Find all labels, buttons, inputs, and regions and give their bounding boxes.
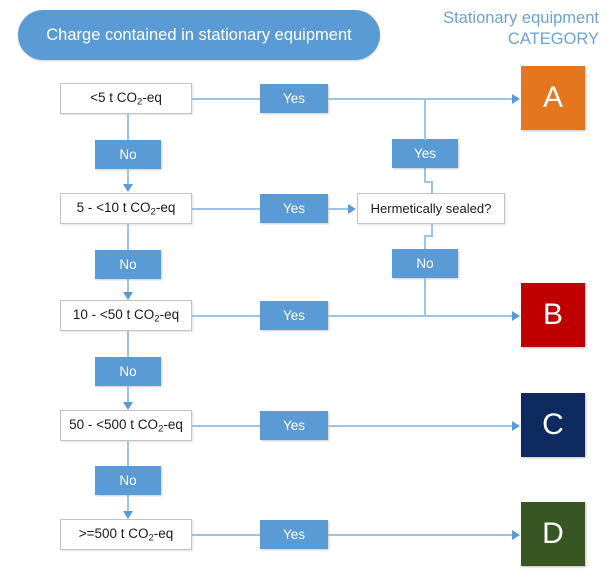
connector-yes-row3-to-B <box>328 315 513 317</box>
connector-hermetic-yes-up <box>424 168 426 182</box>
arrowhead-to-C <box>512 421 520 431</box>
decision-label-ge500: >=500 t CO2-eq <box>78 525 174 544</box>
connector-no-row2-down <box>127 279 129 294</box>
connector-hermetic-down-stub <box>431 224 433 236</box>
connector-50to500-down <box>127 441 129 466</box>
connector-no-row1-down <box>127 169 129 186</box>
category-letter-D: D <box>542 517 564 550</box>
label-no-hermetic-text: No <box>416 256 434 271</box>
label-yes-row1: Yes <box>260 84 328 113</box>
connector-no-row4-down <box>127 495 129 512</box>
label-no-row3: No <box>95 357 161 386</box>
decision-box-5to10[interactable]: 5 - <10 t CO2-eq <box>60 193 192 224</box>
header-category-line1: Stationary equipment <box>443 9 599 27</box>
connector-5to10-to-yes <box>192 208 260 210</box>
header-category-line2: CATEGORY <box>507 30 599 48</box>
label-no-hermetic: No <box>392 249 458 278</box>
label-yes-row4-text: Yes <box>282 418 306 433</box>
connector-yes-row5-to-D <box>328 534 513 536</box>
label-yes-row1-text: Yes <box>282 91 306 106</box>
connector-hermetic-no-to-B-line <box>424 278 426 316</box>
connector-yes-row1-to-A <box>328 98 513 100</box>
connector-ge500-to-yes <box>192 534 260 536</box>
connector-10to50-down <box>127 331 129 357</box>
label-yes-row4: Yes <box>260 411 328 440</box>
connector-yes-row2-to-hermetic <box>328 208 349 210</box>
decision-box-hermetically-sealed[interactable]: Hermetically sealed? <box>357 193 505 224</box>
label-yes-row2: Yes <box>260 194 328 223</box>
category-letter-C: C <box>542 408 564 441</box>
label-yes-row5-text: Yes <box>282 527 306 542</box>
connector-50to500-to-yes <box>192 425 260 427</box>
decision-label-lt5: <5 t CO2-eq <box>90 89 162 108</box>
category-box-C[interactable]: C <box>521 393 585 457</box>
connector-hermetic-no-down <box>424 235 426 249</box>
decision-box-ge500[interactable]: >=500 t CO2-eq <box>60 519 192 550</box>
header-question-text: Charge contained in stationary equipment <box>46 26 352 44</box>
arrowhead-to-B <box>512 311 520 321</box>
decision-box-50to500[interactable]: 50 - <500 t CO2-eq <box>60 410 192 441</box>
category-box-B[interactable]: B <box>521 283 585 347</box>
connector-lt5-down <box>127 114 129 140</box>
connector-yes-row4-to-C <box>328 425 513 427</box>
connector-lt5-to-yes <box>192 98 260 100</box>
label-no-row3-text: No <box>119 364 137 379</box>
header-category-title: Stationary equipment CATEGORY <box>389 8 599 50</box>
decision-box-10to50[interactable]: 10 - <50 t CO2-eq <box>60 300 192 331</box>
decision-label-hermetically-sealed: Hermetically sealed? <box>370 201 492 216</box>
category-box-D[interactable]: D <box>521 502 585 566</box>
connector-10to50-to-yes <box>192 315 260 317</box>
label-no-row2-text: No <box>119 257 137 272</box>
label-no-row1-text: No <box>119 147 137 162</box>
connector-hermetic-up-jog-top <box>424 181 433 183</box>
arrowhead-to-A <box>512 94 520 104</box>
connector-hermetic-up-stub <box>431 182 433 194</box>
arrowhead-to-ge500 <box>123 511 133 519</box>
arrowhead-to-hermetic <box>348 204 356 214</box>
decision-box-lt5[interactable]: <5 t CO2-eq <box>60 83 192 114</box>
decision-label-50to500: 50 - <500 t CO2-eq <box>69 416 183 435</box>
connector-hermetic-down-jog <box>424 235 433 237</box>
label-yes-hermetic: Yes <box>392 139 458 168</box>
arrowhead-to-10to50 <box>123 292 133 300</box>
header-question-pill: Charge contained in stationary equipment <box>18 10 380 60</box>
category-box-A[interactable]: A <box>521 66 585 130</box>
label-yes-row3-text: Yes <box>282 308 306 323</box>
label-yes-hermetic-text: Yes <box>413 146 437 161</box>
label-no-row4: No <box>95 466 161 495</box>
category-letter-A: A <box>542 81 563 114</box>
arrowhead-to-5to10 <box>123 184 133 192</box>
label-yes-row5: Yes <box>260 520 328 549</box>
decision-label-5to10: 5 - <10 t CO2-eq <box>76 199 176 218</box>
connector-5to10-down <box>127 224 129 250</box>
connector-no-row3-down <box>127 386 129 403</box>
label-yes-row3: Yes <box>260 301 328 330</box>
label-no-row4-text: No <box>119 473 137 488</box>
arrowhead-to-D <box>512 530 520 540</box>
decision-label-10to50: 10 - <50 t CO2-eq <box>72 306 180 325</box>
connector-hermetic-yes-to-A-line <box>424 98 426 140</box>
label-yes-row2-text: Yes <box>282 201 306 216</box>
arrowhead-to-50to500 <box>123 402 133 410</box>
label-no-row1: No <box>95 140 161 169</box>
label-no-row2: No <box>95 250 161 279</box>
category-letter-B: B <box>542 298 563 331</box>
